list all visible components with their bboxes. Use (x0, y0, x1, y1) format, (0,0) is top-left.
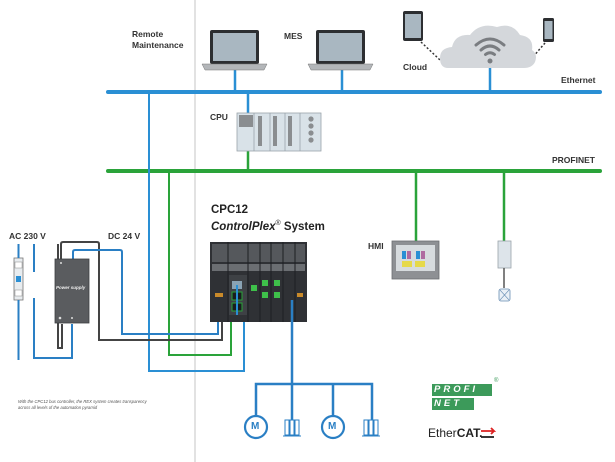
phone-icon (543, 18, 554, 42)
sensor-group-icon (362, 419, 380, 437)
hmi-label: HMI (368, 241, 384, 251)
hmi-panel-icon (391, 240, 440, 280)
tablet-icon (403, 11, 423, 41)
power-supply-label: Power supply (56, 285, 86, 290)
remote-maintenance-line1: Remote (132, 29, 164, 39)
system-word: System (280, 220, 325, 233)
profinet-logo (432, 384, 492, 410)
caption-note: With the CPC12 bus controller, the REX s… (18, 399, 147, 410)
laptop-icon (201, 30, 268, 71)
ac-voltage-label: AC 230 V (9, 231, 46, 241)
ethernet-wire-remote (148, 92, 245, 372)
cpc12-title-line2: ControlPlex® System (211, 217, 325, 234)
sensor-group-icon (283, 419, 301, 437)
ethercat-logo-text-a: Ether (428, 426, 457, 440)
ac-wire-blue (33, 298, 73, 359)
remote-maintenance-label: Remote Maintenance (132, 29, 184, 51)
motor-icon (243, 414, 269, 440)
mes-laptop-icon (307, 30, 374, 71)
mes-label: MES (284, 31, 303, 41)
ethercat-arrows-icon (481, 427, 497, 438)
field-bus-branch (254, 382, 374, 424)
profinet-logo-top: PROFI (434, 384, 479, 395)
motor-2-label: M (328, 421, 337, 432)
cpu-rack-icon (236, 112, 322, 152)
cpu-label: CPU (210, 112, 228, 122)
remote-maintenance-line2: Maintenance (132, 40, 184, 50)
power-supply-icon (54, 258, 90, 324)
registered-mark: ® (275, 220, 281, 227)
ethercat-logo: EtherCAT. (428, 426, 482, 440)
profinet-label: PROFINET (552, 155, 595, 165)
remote-io-icon (497, 240, 512, 302)
profinet-logo-bottom: NET (434, 398, 462, 409)
ethernet-label: Ethernet (561, 75, 596, 85)
dc-wire-black (60, 241, 223, 341)
dc-voltage-label: DC 24 V (108, 231, 141, 241)
dc-wire-blue (72, 249, 219, 335)
profinet-wire-cpc (168, 171, 232, 356)
motor-1-label: M (251, 421, 260, 432)
cpc12-title: CPC12 ControlPlex® System (211, 203, 325, 234)
motor-icon (320, 414, 346, 440)
wifi-icon (474, 37, 506, 64)
ethercat-logo-text-b: CAT. (456, 426, 483, 440)
profinet-logo-reg: ® (494, 378, 499, 384)
cpc12-title-line1: CPC12 (211, 204, 249, 216)
circuit-breaker-icon (13, 244, 24, 360)
wireless-link-tablet (420, 41, 441, 61)
cloud-label: Cloud (403, 62, 428, 72)
controlplex-brand: ControlPlex (211, 220, 276, 233)
